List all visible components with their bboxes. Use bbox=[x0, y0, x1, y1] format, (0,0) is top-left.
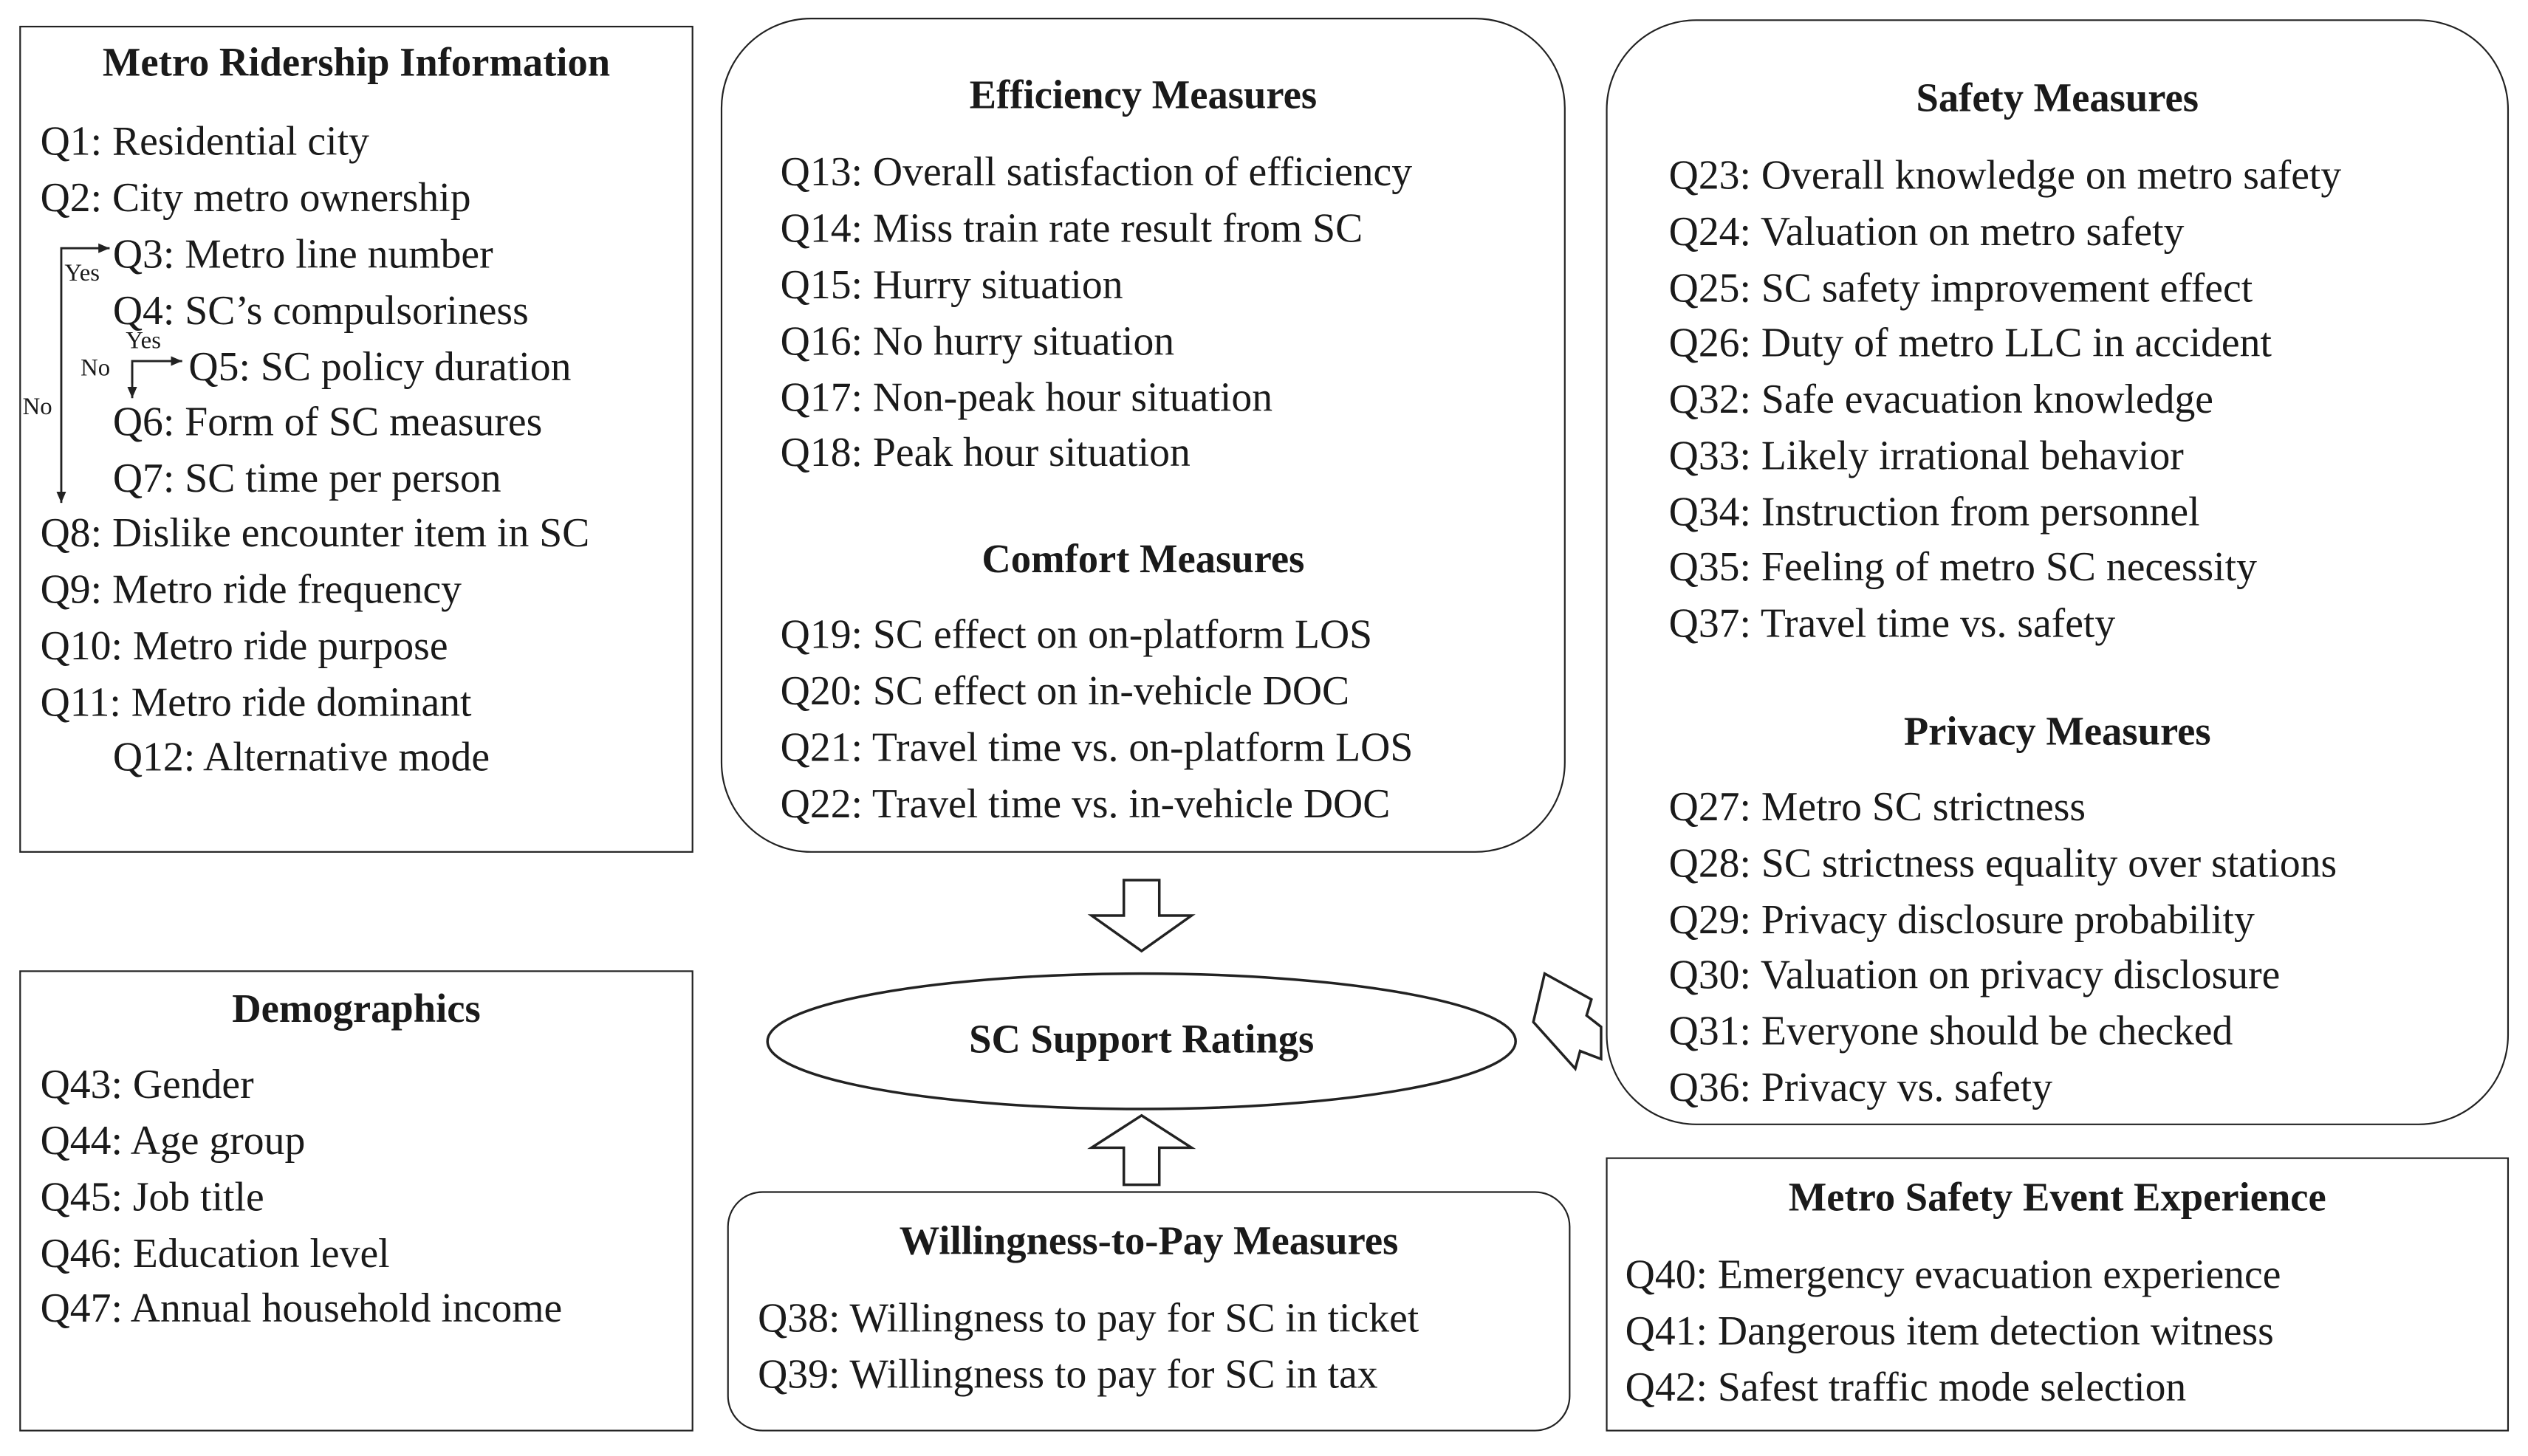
ridership-title: Metro Ridership Information bbox=[102, 41, 611, 86]
sc-support-label: SC Support Ratings bbox=[969, 1018, 1315, 1062]
safety-event-item: Q41: Dangerous item detection witness bbox=[1625, 1307, 2274, 1354]
comfort-item: Q21: Travel time vs. on-platform LOS bbox=[780, 724, 1414, 771]
ridership-item: Q6: Form of SC measures bbox=[112, 398, 543, 445]
ridership-item: Q9: Metro ride frequency bbox=[40, 566, 462, 613]
demographics-item: Q45: Job title bbox=[40, 1173, 264, 1220]
safety-event-item: Q42: Safest traffic mode selection bbox=[1625, 1363, 2187, 1411]
safety-event-title: Metro Safety Event Experience bbox=[1788, 1176, 2326, 1220]
efficiency-title: Efficiency Measures bbox=[969, 74, 1318, 118]
safety-item: Q34: Instruction from personnel bbox=[1668, 488, 2200, 535]
branch-label-yes: Yes bbox=[126, 329, 161, 355]
ridership-item: Q11: Metro ride dominant bbox=[40, 679, 472, 726]
privacy-title: Privacy Measures bbox=[1903, 710, 2211, 755]
safety-item: Q25: SC safety improvement effect bbox=[1668, 264, 2253, 312]
ridership-item: Q3: Metro line number bbox=[112, 230, 493, 278]
wtp-box bbox=[727, 1191, 1571, 1432]
privacy-item: Q27: Metro SC strictness bbox=[1668, 783, 2086, 831]
ridership-item: Q12: Alternative mode bbox=[112, 733, 490, 780]
branch-yes-line bbox=[60, 243, 110, 283]
ridership-item: Q1: Residential city bbox=[40, 117, 369, 165]
safety-item: Q33: Likely irrational behavior bbox=[1668, 432, 2184, 479]
ridership-item: Q2: City metro ownership bbox=[40, 174, 471, 222]
privacy-item: Q28: SC strictness equality over station… bbox=[1668, 839, 2337, 887]
demographics-box bbox=[19, 970, 693, 1432]
branch-label-yes: Yes bbox=[64, 261, 100, 287]
comfort-item: Q22: Travel time vs. in-vehicle DOC bbox=[780, 780, 1391, 827]
efficiency-comfort-box bbox=[720, 18, 1566, 853]
safety-event-box bbox=[1606, 1157, 2510, 1432]
safety-item: Q37: Travel time vs. safety bbox=[1668, 600, 2116, 647]
wtp-item: Q39: Willingness to pay for SC in tax bbox=[758, 1350, 1378, 1398]
ridership-item: Q4: SC’s compulsoriness bbox=[112, 286, 529, 334]
safety-privacy-box bbox=[1606, 19, 2510, 1125]
efficiency-item: Q14: Miss train rate result from SC bbox=[780, 205, 1363, 252]
privacy-item: Q36: Privacy vs. safety bbox=[1668, 1063, 2053, 1111]
comfort-item: Q19: SC effect on on-platform LOS bbox=[780, 611, 1373, 658]
privacy-item: Q29: Privacy disclosure probability bbox=[1668, 896, 2255, 944]
privacy-item: Q31: Everyone should be checked bbox=[1668, 1007, 2233, 1054]
efficiency-item: Q15: Hurry situation bbox=[780, 261, 1123, 308]
comfort-item: Q20: SC effect on in-vehicle DOC bbox=[780, 667, 1350, 715]
wtp-title: Willingness-to-Pay Measures bbox=[899, 1220, 1399, 1264]
branch-label-no: No bbox=[81, 356, 111, 382]
sc-support-ellipse bbox=[766, 972, 1517, 1110]
safety-item: Q23: Overall knowledge on metro safety bbox=[1668, 151, 2342, 199]
efficiency-item: Q17: Non-peak hour situation bbox=[780, 374, 1273, 421]
demographics-item: Q43: Gender bbox=[40, 1060, 254, 1108]
demographics-title: Demographics bbox=[232, 988, 481, 1032]
ridership-item: Q5: SC policy duration bbox=[188, 343, 572, 391]
ridership-item: Q10: Metro ride purpose bbox=[40, 622, 448, 670]
comfort-title: Comfort Measures bbox=[982, 538, 1305, 583]
arrow-left-icon bbox=[1532, 972, 1603, 1072]
demographics-item: Q44: Age group bbox=[40, 1116, 306, 1164]
safety-title: Safety Measures bbox=[1916, 77, 2199, 121]
safety-event-item: Q40: Emergency evacuation experience bbox=[1625, 1251, 2281, 1298]
safety-item: Q26: Duty of metro LLC in accident bbox=[1668, 319, 2272, 366]
safety-item: Q32: Safe evacuation knowledge bbox=[1668, 375, 2214, 422]
safety-item: Q35: Feeling of metro SC necessity bbox=[1668, 543, 2257, 591]
efficiency-item: Q18: Peak hour situation bbox=[780, 428, 1191, 476]
branch-yes-inner-line bbox=[131, 356, 182, 384]
demographics-item: Q47: Annual household income bbox=[40, 1285, 563, 1332]
ridership-item: Q8: Dislike encounter item in SC bbox=[40, 509, 590, 557]
arrow-down-icon bbox=[1087, 879, 1196, 953]
ridership-item: Q7: SC time per person bbox=[112, 454, 501, 501]
efficiency-item: Q13: Overall satisfaction of efficiency bbox=[780, 148, 1413, 196]
arrow-up-icon bbox=[1087, 1113, 1196, 1187]
privacy-item: Q30: Valuation on privacy disclosure bbox=[1668, 951, 2281, 998]
branch-label-no: No bbox=[22, 394, 52, 421]
efficiency-item: Q16: No hurry situation bbox=[780, 317, 1175, 365]
wtp-item: Q38: Willingness to pay for SC in ticket bbox=[758, 1294, 1419, 1342]
ridership-box bbox=[19, 25, 693, 853]
demographics-item: Q46: Education level bbox=[40, 1229, 390, 1277]
safety-item: Q24: Valuation on metro safety bbox=[1668, 207, 2185, 255]
